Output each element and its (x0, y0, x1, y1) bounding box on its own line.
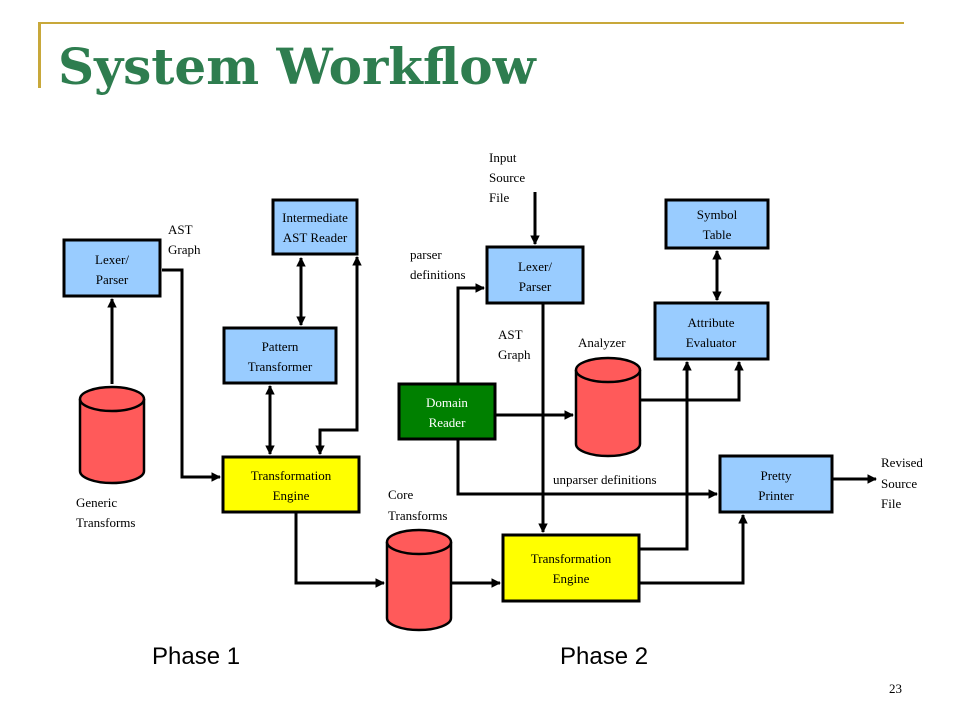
connectors (107, 192, 877, 588)
lexer-parser-box-phase2: Lexer/ Parser (485, 245, 585, 305)
box-line: Engine (553, 571, 590, 586)
svg-text:Engine: Engine (273, 488, 310, 503)
lexer-parser-box-phase1: Lexer/ Parser (62, 238, 162, 298)
box-line: Reader (429, 415, 466, 430)
arrow-unparser-defs (456, 439, 718, 499)
arrow-parser-defs (456, 283, 485, 384)
label-ast-graph-phase1: AST Graph (168, 222, 201, 257)
box-line: Printer (758, 488, 794, 503)
box-line: Pretty (760, 468, 792, 483)
svg-text:Lexer/: Lexer/ (95, 252, 129, 267)
phase-1-label: Phase 1 (152, 643, 240, 670)
label-unparser-definitions: unparser definitions (553, 472, 657, 487)
symbol-table-box: Symbol Table (664, 198, 770, 250)
box-line: Engine (273, 488, 310, 503)
svg-text:Parser: Parser (96, 272, 129, 287)
svg-text:Domain: Domain (426, 395, 468, 410)
arrow-engine2-to-evaluator (639, 361, 692, 551)
analyzer-cylinder (574, 356, 642, 458)
transformation-engine-box-phase1: Transformation Engine (221, 455, 361, 514)
domain-reader-box: Domain Reader (397, 382, 497, 441)
generic-transforms-cylinder (78, 385, 146, 485)
svg-text:Transformation: Transformation (531, 551, 612, 566)
box-line: Parser (519, 279, 552, 294)
svg-text:Attribute: Attribute (688, 315, 735, 330)
arrow-engine2-to-printer (639, 514, 748, 585)
label-revised-source-file: Revised Source File (881, 455, 926, 511)
box-line: Lexer/ (518, 259, 552, 274)
svg-text:AST Reader: AST Reader (283, 230, 348, 245)
box-line: Symbol (697, 207, 738, 222)
svg-text:Table: Table (703, 227, 732, 242)
box-line: Table (703, 227, 732, 242)
box-line: AST Reader (283, 230, 348, 245)
arrow-engine-reader (315, 256, 362, 455)
box-line: Transformer (248, 359, 313, 374)
box-line: Transformation (251, 468, 332, 483)
arrow-engine-to-core (294, 512, 385, 588)
attribute-evaluator-box: Attribute Evaluator (653, 301, 770, 361)
svg-text:Intermediate: Intermediate (282, 210, 348, 225)
intermediate-ast-reader-box: Intermediate AST Reader (271, 198, 359, 256)
svg-text:Transformation: Transformation (251, 468, 332, 483)
svg-text:Parser: Parser (519, 279, 552, 294)
svg-text:Reader: Reader (429, 415, 466, 430)
transformation-engine-box-phase2: Transformation Engine (501, 533, 641, 603)
arrow-analyzer-to-evaluator (641, 361, 744, 402)
svg-text:Lexer/: Lexer/ (518, 259, 552, 274)
svg-text:Printer: Printer (758, 488, 794, 503)
label-input-source-file: Input Source File (489, 150, 528, 205)
title-accent-bar (38, 22, 904, 88)
svg-text:Pattern: Pattern (262, 339, 299, 354)
svg-text:Engine: Engine (553, 571, 590, 586)
box-line: Transformation (531, 551, 612, 566)
phase-2-label: Phase 2 (560, 643, 648, 670)
svg-text:Symbol: Symbol (697, 207, 738, 222)
box-line: Evaluator (686, 335, 737, 350)
box-line: Pattern (262, 339, 299, 354)
svg-text:Transformer: Transformer (248, 359, 313, 374)
core-transforms-cylinder (385, 528, 453, 632)
pattern-transformer-box: Pattern Transformer (222, 326, 338, 385)
box-line: Domain (426, 395, 468, 410)
page-number: 23 (889, 681, 902, 696)
box-line: Attribute (688, 315, 735, 330)
svg-text:Pretty: Pretty (760, 468, 792, 483)
box-line: Lexer/ (95, 252, 129, 267)
box-line: Parser (96, 272, 129, 287)
svg-text:Evaluator: Evaluator (686, 335, 737, 350)
pretty-printer-box: Pretty Printer (718, 454, 834, 514)
label-core-transforms: Core Transforms (388, 487, 447, 523)
box-line: Intermediate (282, 210, 348, 225)
label-ast-graph-phase2: AST Graph (498, 327, 531, 362)
label-analyzer: Analyzer (578, 335, 626, 350)
label-generic-transforms: Generic Transforms (76, 495, 135, 530)
label-parser-definitions: parser definitions (410, 247, 466, 282)
arrow-ast-graph-to-engine (162, 268, 221, 482)
slide-title: System Workflow (58, 37, 538, 96)
